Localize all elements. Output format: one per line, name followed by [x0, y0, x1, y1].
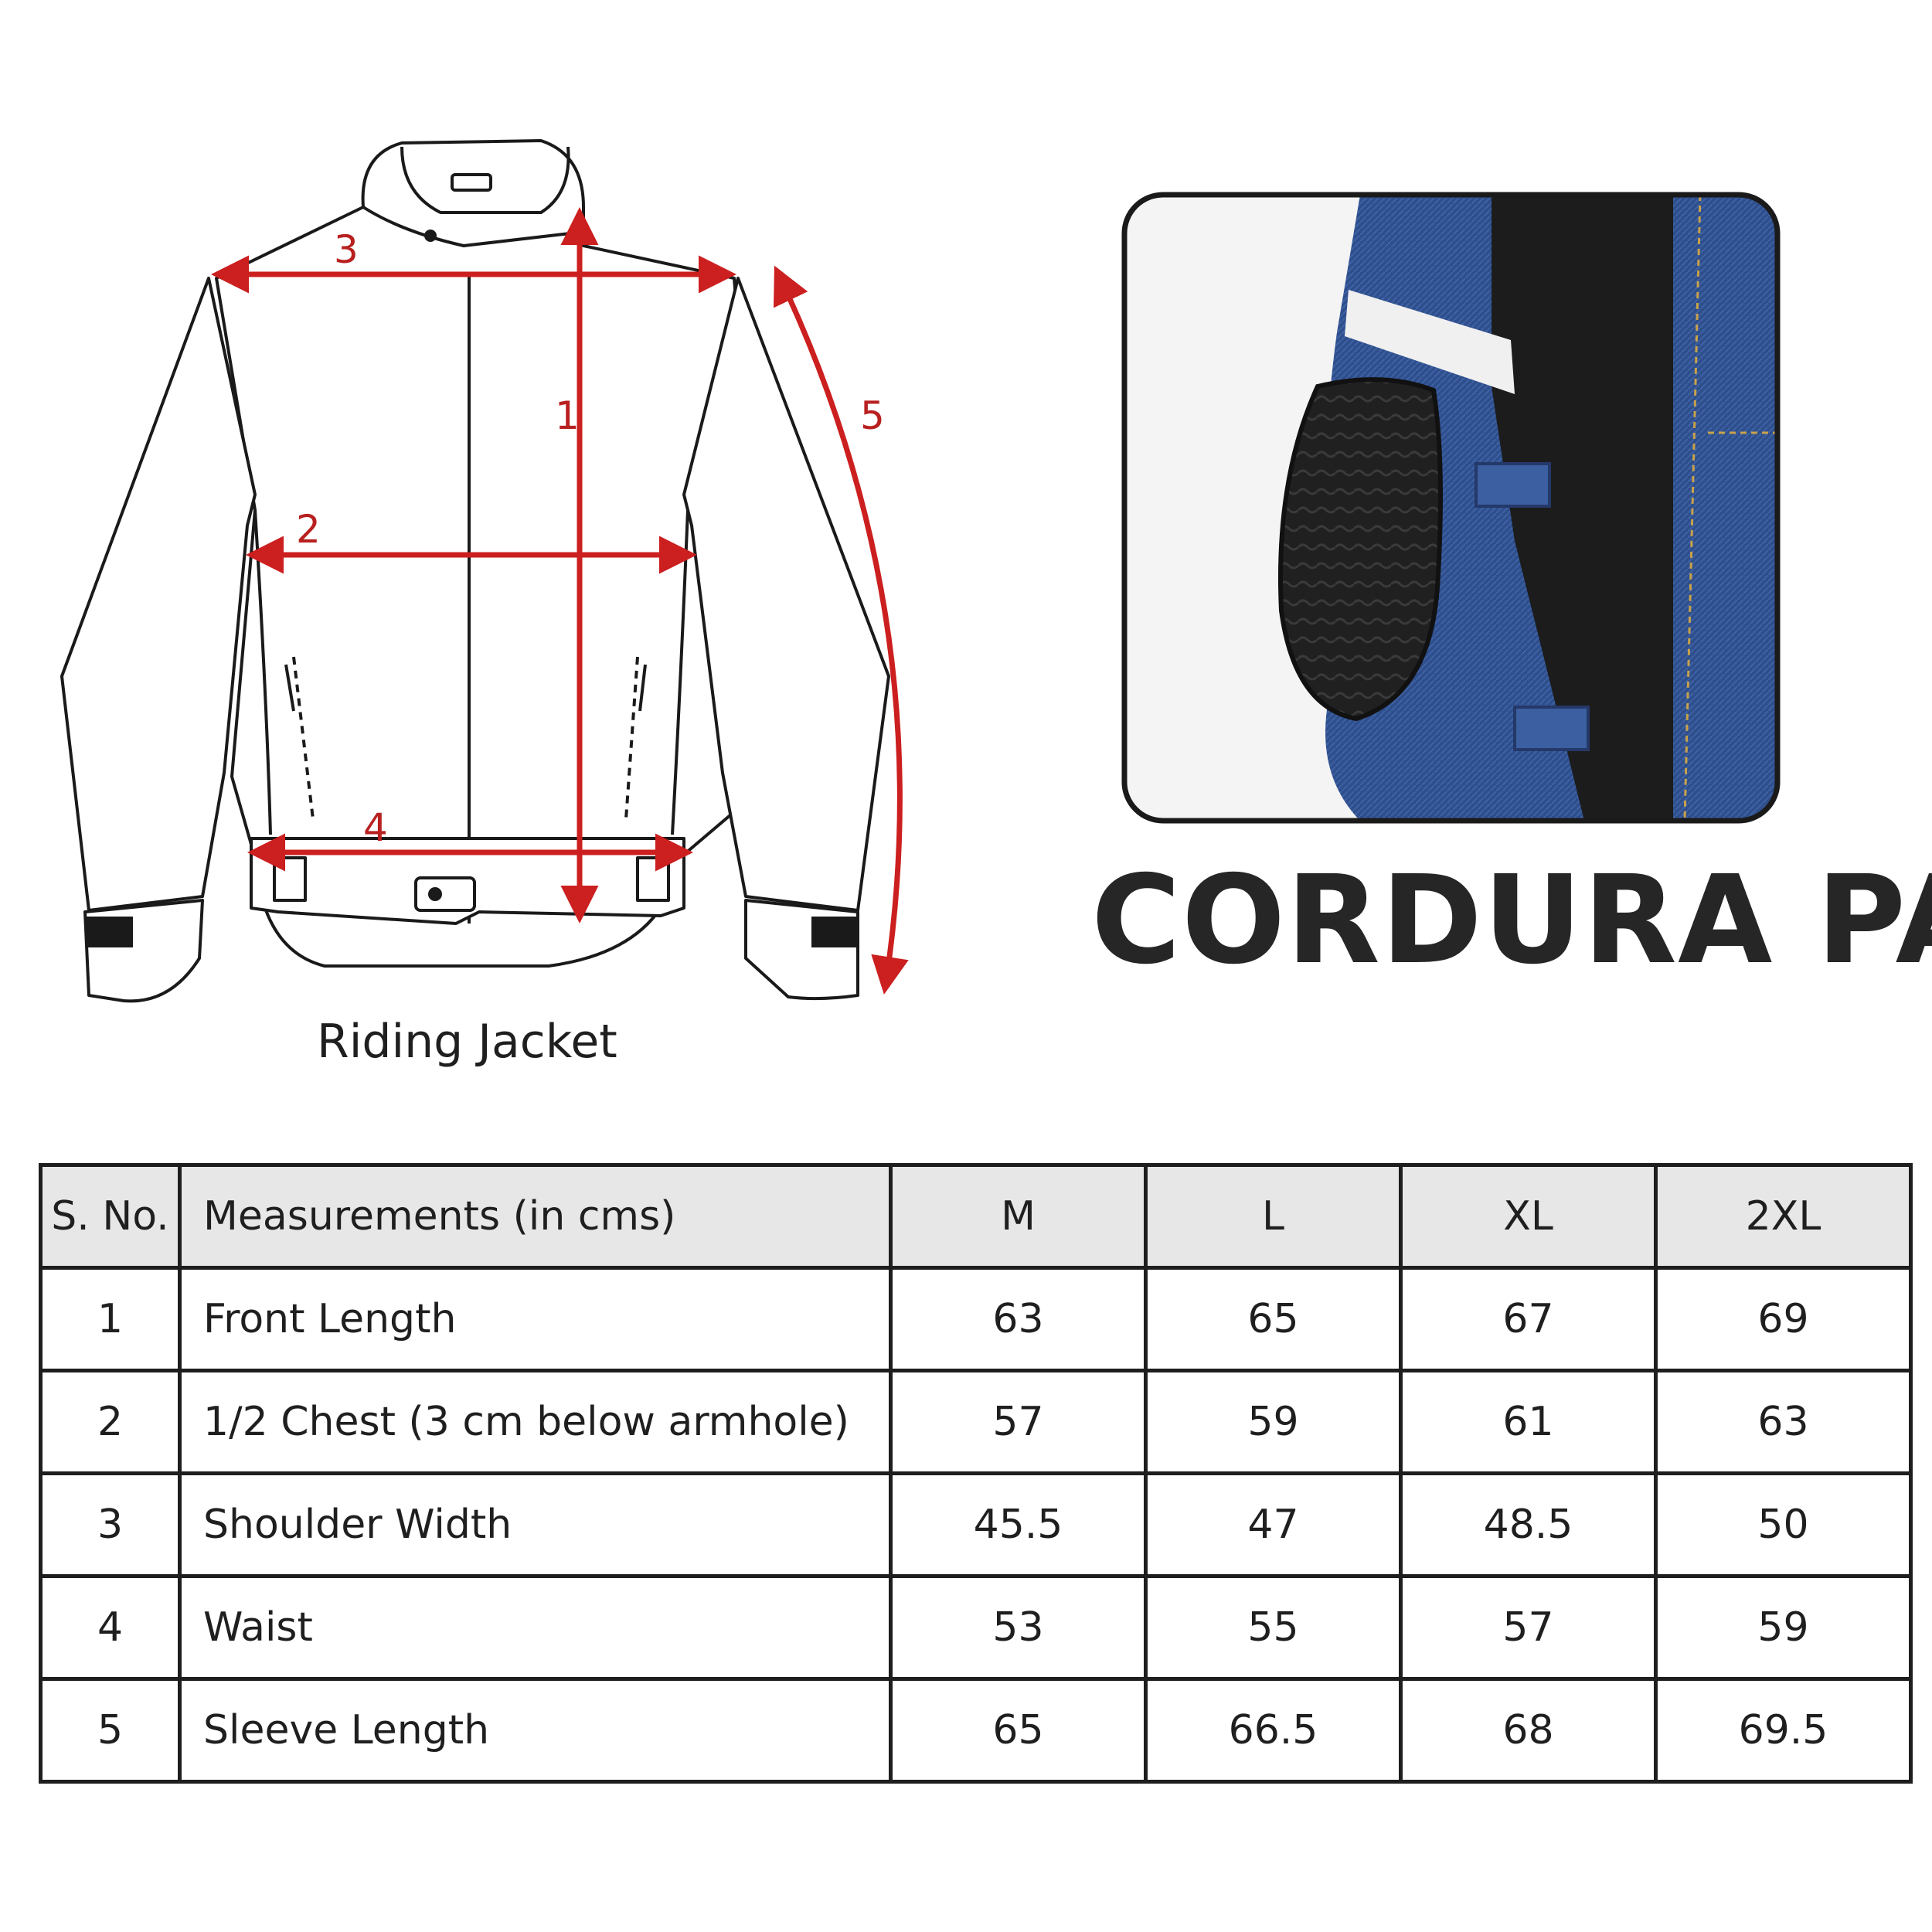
cell-measurement: Front Length [178, 1266, 893, 1372]
measurement-arrows [211, 207, 909, 995]
header-serial-no: S. No. [39, 1163, 182, 1270]
cell-size-l: 66.5 [1144, 1677, 1403, 1784]
cell-measurement: Waist [178, 1574, 893, 1681]
cell-size-l: 65 [1144, 1266, 1403, 1372]
cell-measurement: Sleeve Length [178, 1677, 893, 1784]
cell-serial-no: 2 [39, 1369, 182, 1475]
diagram-caption: Riding Jacket [317, 1015, 617, 1069]
cell-size-m: 45.5 [889, 1471, 1148, 1578]
size-chart-table: S. No. Measurements (in cms) M L XL 2XL … [39, 1163, 1913, 1784]
cell-size-m: 63 [889, 1266, 1148, 1372]
cordura-elbow-patch [1278, 377, 1443, 722]
header-size-m: M [889, 1163, 1148, 1270]
cell-size-2xl: 63 [1654, 1369, 1913, 1475]
marker-5: 5 [860, 393, 885, 438]
table-row: 5 Sleeve Length 65 66.5 68 69.5 [39, 1677, 1913, 1784]
diagram-area: 1 2 3 4 5 Riding Jacket CORDURA PATCH [60, 139, 1932, 1069]
cell-serial-no: 3 [39, 1471, 182, 1578]
header-size-xl: XL [1399, 1163, 1658, 1270]
cell-size-2xl: 69.5 [1654, 1677, 1913, 1784]
table-row: 4 Waist 53 55 57 59 [39, 1574, 1913, 1681]
marker-1: 1 [555, 393, 580, 438]
cell-size-l: 55 [1144, 1574, 1403, 1681]
cell-serial-no: 5 [39, 1677, 182, 1784]
cell-size-m: 57 [889, 1369, 1148, 1475]
header-size-2xl: 2XL [1654, 1163, 1913, 1270]
cell-size-2xl: 59 [1654, 1574, 1913, 1681]
table-row: 1 Front Length 63 65 67 69 [39, 1266, 1913, 1372]
table-header-row: S. No. Measurements (in cms) M L XL 2XL [39, 1163, 1913, 1270]
patch-title: CORDURA PATCH [1091, 849, 1932, 992]
cell-size-m: 53 [889, 1574, 1148, 1681]
cell-size-xl: 48.5 [1399, 1471, 1658, 1578]
cell-serial-no: 1 [39, 1266, 182, 1372]
arrow-sleeve-length [773, 265, 909, 995]
cell-size-xl: 67 [1399, 1266, 1658, 1372]
cell-size-2xl: 50 [1654, 1471, 1913, 1578]
marker-3: 3 [334, 227, 359, 272]
table-row: 2 1/2 Chest (3 cm below armhole) 57 59 6… [39, 1369, 1913, 1475]
patch-photo [1121, 192, 1781, 824]
cell-size-l: 47 [1144, 1471, 1403, 1578]
marker-2: 2 [296, 507, 321, 552]
cell-size-xl: 61 [1399, 1369, 1658, 1475]
header-measurements: Measurements (in cms) [178, 1163, 893, 1270]
cell-serial-no: 4 [39, 1574, 182, 1681]
jacket-drawing [60, 139, 890, 1003]
cell-measurement: 1/2 Chest (3 cm below armhole) [178, 1369, 893, 1475]
cell-size-2xl: 69 [1654, 1266, 1913, 1372]
cell-size-m: 65 [889, 1677, 1148, 1784]
table-row: 3 Shoulder Width 45.5 47 48.5 50 [39, 1471, 1913, 1578]
cell-measurement: Shoulder Width [178, 1471, 893, 1578]
marker-4: 4 [363, 805, 388, 850]
cell-size-xl: 68 [1399, 1677, 1658, 1784]
header-size-l: L [1144, 1163, 1403, 1270]
cell-size-xl: 57 [1399, 1574, 1658, 1681]
cell-size-l: 59 [1144, 1369, 1403, 1475]
